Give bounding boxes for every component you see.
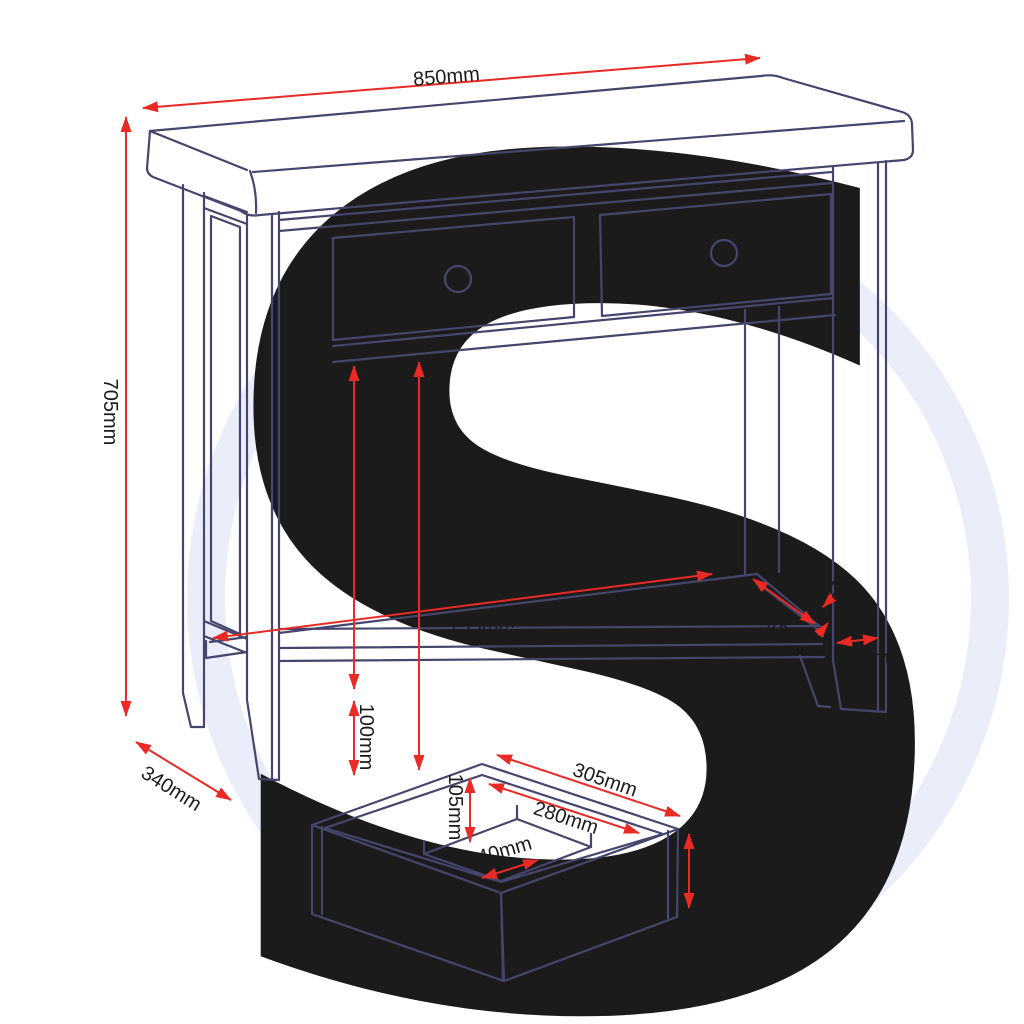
apron-rails: [277, 170, 837, 364]
box-corner-boards: [320, 825, 670, 982]
right-drawer-knob: [709, 238, 739, 268]
tabletop-corner-edge: [248, 169, 258, 215]
dim-box-inner-depth-label: 105mm: [444, 774, 466, 841]
right-drawer: [598, 192, 833, 318]
tabletop-outline: [145, 74, 915, 217]
dim-box-inner-width-line: [488, 783, 640, 834]
watermark-letter: S: [171, 0, 999, 1024]
left-drawer: [331, 215, 576, 342]
dim-box-floor-width-line: [481, 859, 539, 879]
dim-shelf-thickness-arrow-bottom: [814, 622, 829, 639]
front-left-leg: [245, 210, 281, 782]
front-right-leg: [831, 159, 888, 714]
right-drawer-front: [598, 192, 833, 318]
bottom-rail: [331, 296, 837, 364]
dim-shelf-length-line: [212, 570, 713, 642]
left-drawer-knob: [443, 264, 473, 294]
dim-clearance-floor-label: 470mm: [417, 524, 439, 591]
top-rail: [277, 170, 834, 233]
dim-shelf-depth-line: [752, 578, 816, 625]
drawer-box-detail: [310, 762, 680, 983]
dim-table-depth-line: [135, 741, 232, 801]
tabletop: [145, 74, 915, 217]
side-top-rail: [202, 194, 249, 226]
dim-box-outer-height-label: 125mm: [694, 840, 716, 907]
box-inner-rim: [323, 773, 665, 884]
back-left-leg: [181, 183, 206, 729]
dim-clearance-shelf-label: 365mm: [329, 489, 351, 556]
dim-table-width-line: [142, 53, 761, 113]
dim-leg-width-line: [836, 634, 879, 647]
brand-watermark: S: [171, 0, 1009, 1024]
dim-shelf-thickness-arrow-top: [822, 592, 838, 608]
dimension-lines: [120, 53, 879, 909]
dim-table-height-label: 705mm: [99, 379, 121, 446]
back-right-leg: [743, 305, 832, 709]
tabletop-front-edge: [251, 119, 906, 174]
dim-shelf-floor-label: 100mm: [355, 704, 377, 771]
watermark-ring: [187, 187, 1009, 1009]
tabletop-left-edge: [148, 129, 249, 172]
left-drawer-front: [331, 215, 576, 342]
shelf-left-end: [204, 639, 249, 660]
